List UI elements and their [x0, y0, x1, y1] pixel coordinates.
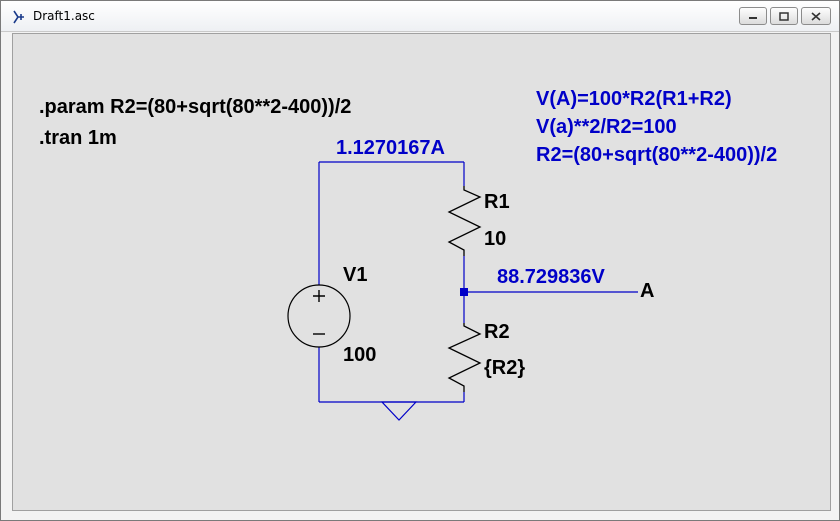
net-label-a[interactable]: A	[640, 280, 655, 302]
r2-value[interactable]: {R2}	[484, 357, 526, 379]
minimize-icon	[749, 17, 757, 19]
ground-symbol[interactable]	[380, 401, 418, 421]
maximize-button[interactable]	[770, 7, 798, 25]
maximize-icon	[779, 11, 789, 21]
window-controls	[739, 7, 831, 25]
current-annotation: 1.1270167A	[336, 137, 445, 159]
schematic-drawing	[287, 161, 638, 421]
resistor-r1-symbol[interactable]	[447, 186, 482, 256]
voltage-source-v1-symbol[interactable]	[287, 284, 351, 348]
param-directive[interactable]: .param R2=(80+sqrt(80**2-400))/2	[39, 96, 352, 118]
ltspice-app-icon[interactable]	[11, 9, 27, 25]
close-icon	[811, 11, 821, 21]
voltage-annotation: 88.729836V	[497, 266, 605, 288]
window-title: Draft1.asc	[33, 9, 95, 23]
r2-name[interactable]: R2	[484, 321, 510, 343]
minimize-button[interactable]	[739, 7, 767, 25]
comment-line-1[interactable]: V(A)=100*R2(R1+R2)	[536, 88, 732, 110]
node-junction-dot[interactable]	[460, 288, 468, 296]
close-button[interactable]	[801, 7, 831, 25]
r1-name[interactable]: R1	[484, 191, 510, 213]
title-bar[interactable]: Draft1.asc	[1, 1, 839, 32]
resistor-r2-symbol[interactable]	[447, 323, 482, 392]
r1-value[interactable]: 10	[484, 228, 507, 250]
v1-value[interactable]: 100	[343, 344, 377, 366]
tran-directive[interactable]: .tran 1m	[39, 127, 117, 149]
v1-name[interactable]: V1	[343, 264, 368, 286]
comment-line-2[interactable]: V(a)**2/R2=100	[536, 116, 677, 138]
comment-line-3[interactable]: R2=(80+sqrt(80**2-400))/2	[536, 144, 778, 166]
schematic-canvas[interactable]: .param R2=(80+sqrt(80**2-400))/2 .tran 1…	[12, 33, 831, 511]
